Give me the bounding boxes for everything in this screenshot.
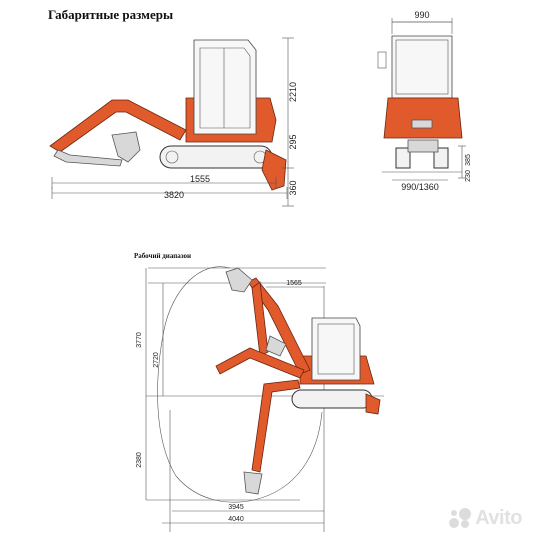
title-working-range: Рабочий диапазон: [134, 252, 192, 260]
dim-max-height: 3770: [136, 332, 143, 348]
dim-depth-below: 360: [288, 180, 298, 195]
front-view-dimensions: [392, 21, 466, 181]
front-grille: [411, 119, 433, 129]
reach-envelope: [157, 266, 323, 503]
range-bucket-mid: [265, 335, 287, 357]
dim-max-reach: 4040: [228, 516, 244, 523]
working-range-diagram: [145, 266, 384, 532]
dim-dump-height: 2720: [153, 352, 160, 368]
range-blade: [365, 393, 381, 415]
dim-reach-ground: 3945: [228, 504, 244, 511]
range-track: [291, 389, 373, 409]
side-cab-window: [199, 47, 251, 129]
front-view-excavator: [377, 18, 463, 173]
side-idler: [165, 150, 179, 164]
front-mirror: [377, 51, 387, 69]
front-body: [383, 97, 463, 139]
range-cab-window: [317, 323, 355, 375]
dim-track-clearance: 230: [465, 170, 472, 182]
dim-offset: 1565: [286, 280, 302, 287]
dim-total-length: 3820: [164, 190, 184, 200]
front-windshield: [395, 39, 449, 95]
dim-max-depth: 2380: [136, 452, 143, 468]
side-cab: [193, 39, 257, 135]
dim-track-length: 1555: [190, 174, 210, 184]
side-arm: [53, 149, 123, 167]
dim-track-height: 385: [465, 154, 472, 166]
front-track-right: [433, 147, 449, 169]
range-boom-mid: [215, 347, 305, 379]
dim-clearance: 295: [288, 134, 298, 149]
front-track-left: [395, 147, 411, 169]
side-view-dimensions: [51, 37, 294, 207]
range-bucket-high: [225, 267, 253, 293]
dim-track-width: 990/1360: [401, 182, 439, 192]
range-bucket-low: [243, 471, 263, 495]
dim-height: 2210: [288, 82, 298, 102]
range-cab: [311, 317, 361, 381]
title-dimensions: Габаритные размеры: [48, 7, 174, 22]
front-cab: [391, 35, 453, 99]
side-track: [159, 145, 273, 169]
side-view-excavator: [49, 39, 287, 191]
range-boom-high: [247, 277, 311, 375]
dim-front-width: 990: [414, 10, 429, 20]
range-boom-low: [251, 379, 301, 473]
side-bucket: [111, 131, 141, 163]
avito-logo-icon: [447, 506, 472, 530]
front-undercarriage: [407, 139, 439, 153]
side-blade: [261, 149, 287, 191]
side-boom: [49, 99, 187, 153]
avito-wordmark: Avito: [475, 506, 522, 529]
avito-watermark: Avito: [447, 506, 522, 530]
